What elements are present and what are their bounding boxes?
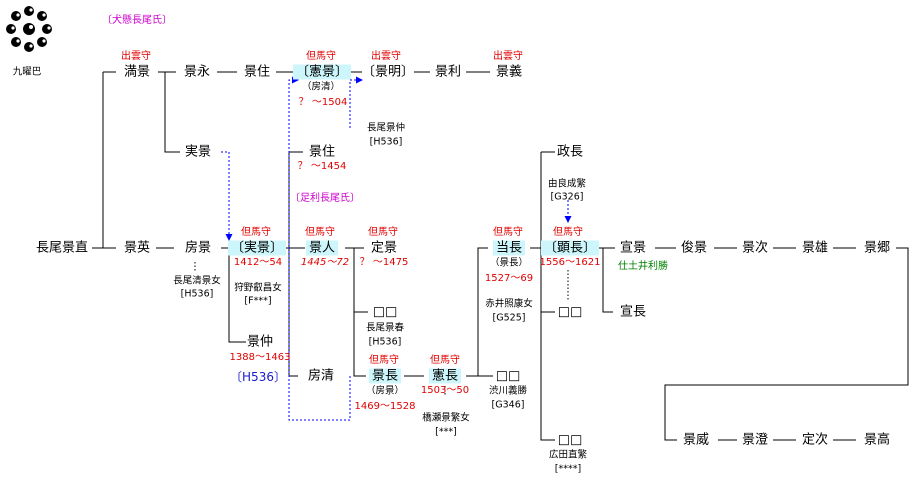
note-tsuchii: 仕土井利勝 [618, 261, 668, 272]
person-norikage: 〔憲景〕 [292, 64, 352, 80]
person-unknown-a: □□ [372, 304, 398, 320]
person-nobunaga: 宣長 [619, 304, 647, 320]
dates-kagenaga-b: 1469～1528 [354, 401, 416, 412]
person-akinaga: 〔顕長〕 [540, 240, 600, 256]
ref-h536-a: [H536] [369, 136, 403, 148]
title-norikage: 但馬守 [306, 51, 336, 62]
person-mitsukage: 満景 [123, 64, 151, 80]
person-tomonaga: 当長 [492, 240, 526, 256]
ref-h536-c: [H536] [368, 336, 402, 348]
ref-h536-blue: 〔H536〕 [230, 370, 286, 384]
person-norinaga: 憲長 [428, 368, 462, 384]
alias-tomonaga: （景長） [489, 257, 529, 269]
note-nagao-kagenaka: 長尾景仲 [366, 122, 406, 134]
ref-star-b: [****] [554, 463, 582, 475]
title-kagehito: 但馬守 [305, 227, 335, 238]
person-sadakage: 定景 [370, 240, 398, 256]
note-kageharu: 長尾景春 [365, 322, 405, 334]
person-kagesumi-b: 景住 [308, 144, 336, 160]
person-kagesato: 景郷 [863, 240, 891, 256]
title-mitsukage: 出雲守 [121, 51, 151, 62]
person-kageaki: 〔景明〕 [361, 64, 415, 80]
person-nobukage: 宣景 [619, 240, 647, 256]
note-yura: 由良成繁 [547, 178, 587, 190]
person-kagetoshi: 景利 [434, 64, 462, 80]
ref-g326: [G326] [550, 191, 584, 203]
person-sanekage-b: 〔実景〕 [227, 240, 287, 256]
crest-label: 九曜巴 [12, 66, 42, 78]
note-shibukawa: 渋川義勝 [488, 385, 528, 397]
person-toshikage: 俊景 [680, 240, 708, 256]
section-label-ashikaga: 〔足利長尾氏〕 [290, 193, 360, 204]
person-kagezumi: 景澄 [741, 432, 769, 448]
family-crest-icon [4, 4, 54, 58]
ref-star: [***] [435, 426, 457, 438]
person-kagenaga-b: 景長 [368, 368, 402, 384]
note-kano-wife: 狩野叡昌女 [234, 282, 282, 294]
person-kagehide: 景英 [123, 240, 151, 256]
section-label-inukake: 〔犬懸長尾氏〕 [102, 15, 172, 26]
title-norinaga: 但馬守 [430, 355, 460, 366]
person-masanaga: 政長 [556, 144, 584, 160]
dates-norinaga: 1503～50 [420, 385, 470, 396]
title-kageaki: 出雲守 [371, 51, 401, 62]
title-tomonaga: 但馬守 [493, 227, 523, 238]
person-kagetakeshi: 景威 [682, 432, 710, 448]
title-sadakage: 但馬守 [368, 227, 398, 238]
alias-kagenaga: （房景） [365, 385, 405, 397]
dates-norikage: ？ ～1504 [298, 97, 348, 108]
ref-f: [F***] [244, 295, 272, 307]
dates-tomonaga: 1527～69 [484, 273, 534, 284]
person-sanekage: 実景 [184, 144, 212, 160]
dates-sanekage-b: 1412～54 [233, 257, 283, 268]
person-kageyoshi: 景義 [495, 64, 523, 80]
note-hirota: 広田直繁 [548, 449, 588, 461]
dates-akinaga: 1556～1621 [539, 257, 601, 268]
title-sanekage-b: 但馬守 [241, 227, 271, 238]
alias-norikage: （房清） [301, 81, 341, 93]
title-kageyoshi: 出雲守 [493, 51, 523, 62]
person-kagetaka: 景高 [863, 432, 891, 448]
ref-h536-b: [H536] [180, 288, 214, 300]
dates-kagehito: 1445～72 [300, 257, 350, 268]
dates-sadakage: ？ ～1475 [359, 257, 409, 268]
person-unknown-b: □□ [557, 304, 583, 320]
title-kagenaga-b: 但馬守 [369, 355, 399, 366]
person-sadatsugu: 定次 [801, 432, 829, 448]
person-kagenaka: 景仲 [246, 334, 274, 350]
person-kagesumi-a: 景住 [243, 64, 271, 80]
person-kageo: 景雄 [801, 240, 829, 256]
dates-kagenaka: 1388～1463 [229, 352, 291, 363]
note-akai-wife: 赤井照康女 [485, 298, 533, 310]
person-nagao-kagenao: 長尾景直 [35, 240, 89, 256]
person-kagetsugu: 景次 [741, 240, 769, 256]
person-fusakiyo: 房清 [307, 368, 335, 384]
note-kiyokage-wife: 長尾清景女 [173, 275, 221, 287]
ref-g346: [G346] [491, 399, 525, 411]
person-kagehito: 景人 [305, 240, 339, 256]
note-hashise-wife: 橋瀬景繁女 [422, 412, 470, 424]
dates-kagesumi-b: ？ ～1454 [297, 161, 347, 172]
title-akinaga: 但馬守 [553, 227, 583, 238]
person-fusakage: 房景 [184, 240, 212, 256]
person-unknown-d: □□ [557, 432, 583, 448]
person-kagenaga-a: 景永 [183, 64, 211, 80]
person-unknown-c: □□ [495, 368, 521, 384]
ref-g525: [G525] [492, 312, 526, 324]
